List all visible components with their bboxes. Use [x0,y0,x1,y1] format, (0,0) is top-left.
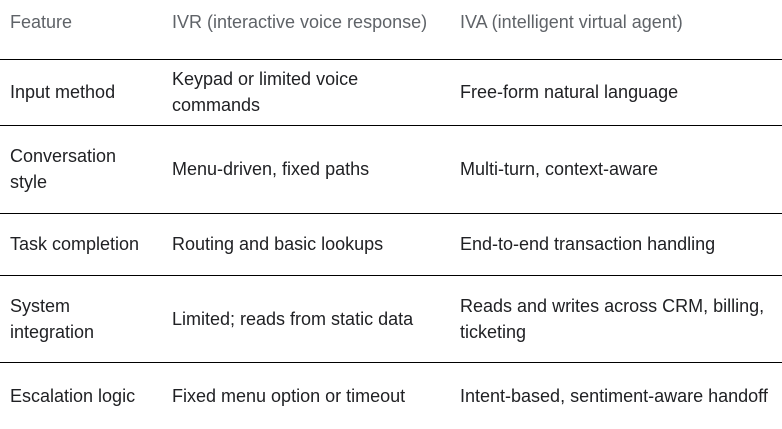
iva-value-cell: Intent-based, sentiment-aware handoff [460,385,768,406]
iva-value-cell: End-to-end transaction handling [460,234,716,254]
ivr-value-cell: Menu-driven, fixed paths [172,159,370,179]
iva-value-cell: Free-form natural language [460,82,679,102]
table-row-task-completion: Task completion Routing and basic lookup… [0,213,782,275]
ivr-column-header: IVR (interactive voice response) [172,12,428,32]
feature-column-header: Feature [10,12,73,32]
row-feature-label: Input method [10,82,116,102]
table-row-input-method: Input method Keypad or limited voice com… [0,59,782,125]
iva-column-header: IVA (intelligent virtual agent) [460,12,683,32]
row-feature-label: System integration [10,295,95,342]
row-feature-label: Escalation logic [10,385,136,406]
iva-value-cell: Reads and writes across CRM, billing, ti… [460,295,765,342]
ivr-value-cell: Keypad or limited voice commands [172,69,359,115]
table-row-conversation-style: Conversation style Menu-driven, fixed pa… [0,125,782,213]
ivr-value-cell: Fixed menu option or timeout [172,385,406,406]
iva-value-cell: Multi-turn, context-aware [460,159,659,179]
ivr-value-cell: Routing and basic lookups [172,234,384,254]
table-header-row: Feature IVR (interactive voice response)… [0,0,782,59]
ivr-value-cell: Limited; reads from static data [172,308,414,329]
row-feature-label: Task completion [10,234,140,254]
table-row-escalation-logic: Escalation logic Fixed menu option or ti… [0,362,782,429]
table-row-system-integration: System integration Limited; reads from s… [0,275,782,362]
row-feature-label: Conversation style [10,146,117,192]
